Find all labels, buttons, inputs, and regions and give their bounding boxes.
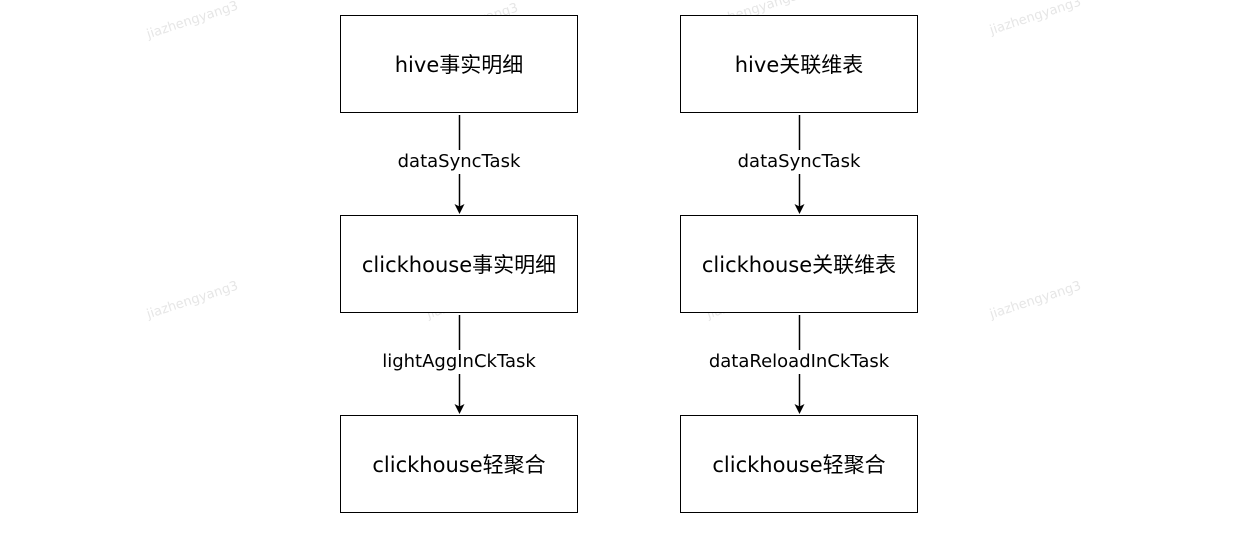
node-hive-dim-table: hive关联维表 bbox=[680, 15, 918, 113]
node-hive-fact-detail: hive事实明细 bbox=[340, 15, 578, 113]
edge-label-left-2: lightAggInCkTask bbox=[339, 350, 579, 374]
edge-label-left-1: dataSyncTask bbox=[339, 150, 579, 174]
edge-label-right-2: dataReloadInCkTask bbox=[679, 350, 919, 374]
node-clickhouse-light-agg-right: clickhouse轻聚合 bbox=[680, 415, 918, 513]
edge-label-right-1: dataSyncTask bbox=[679, 150, 919, 174]
node-clickhouse-light-agg-left: clickhouse轻聚合 bbox=[340, 415, 578, 513]
node-clickhouse-dim-table: clickhouse关联维表 bbox=[680, 215, 918, 313]
node-clickhouse-fact-detail: clickhouse事实明细 bbox=[340, 215, 578, 313]
